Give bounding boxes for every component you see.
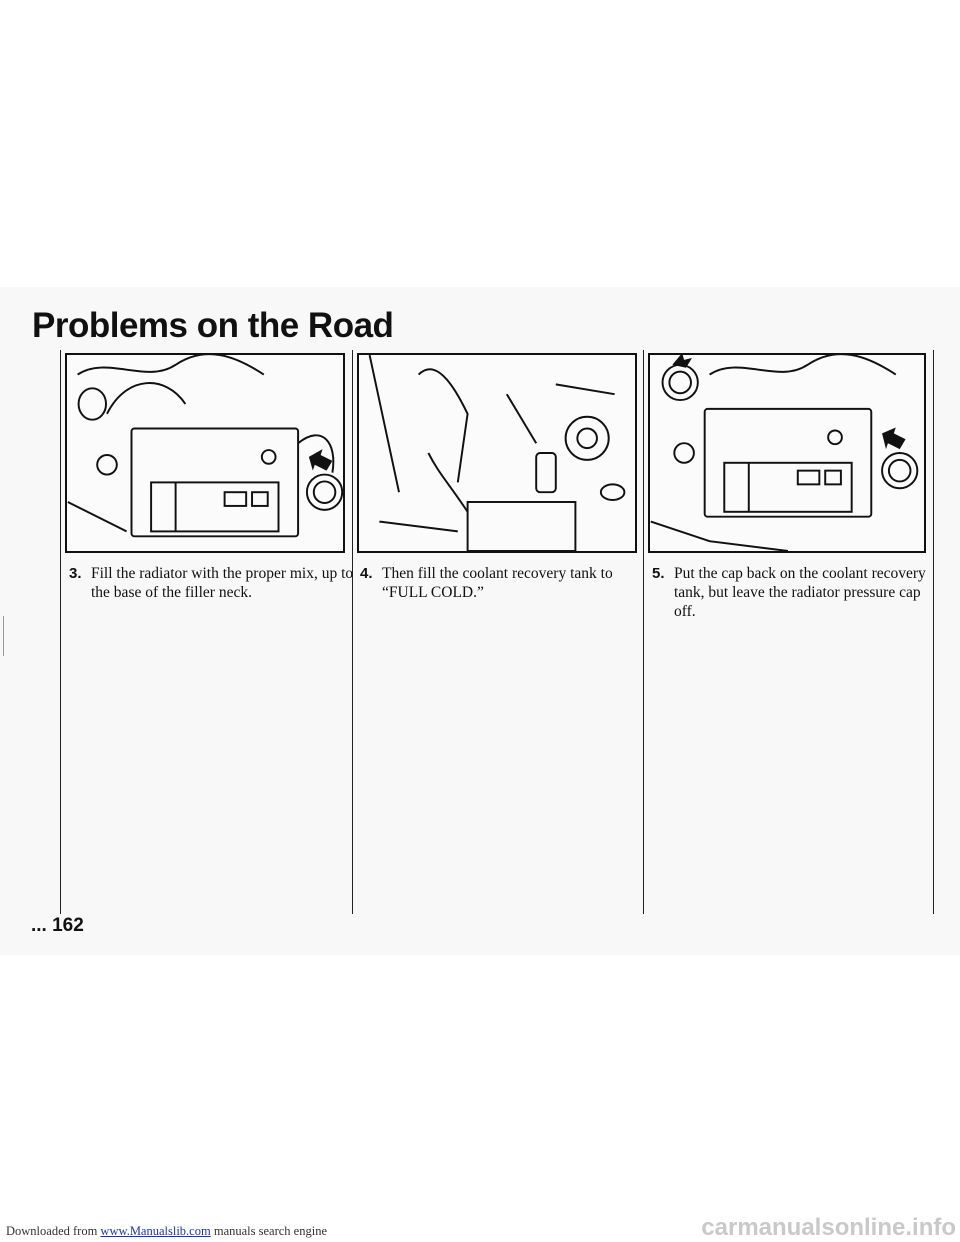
step-text: Fill the radiator with the proper mix, u… (91, 565, 354, 601)
arrow-icon (308, 449, 333, 471)
recovery-tank-illustration (357, 353, 637, 553)
download-footer: Downloaded from www.Manualslib.com manua… (6, 1224, 327, 1239)
step-text: Put the cap back on the coolant recovery… (674, 565, 926, 620)
step-4: 4. Then fill the coolant recovery tank to… (360, 564, 658, 602)
step-number: 5. (652, 565, 665, 582)
arrow-icon (672, 355, 692, 368)
step-number: 3. (69, 565, 82, 582)
cap-replacement-illustration (648, 353, 926, 553)
step-number: 4. (360, 565, 373, 582)
radiator-fill-illustration (65, 353, 345, 553)
arrow-icon (882, 427, 906, 450)
column-rule-right (643, 350, 644, 914)
footer-suffix: manuals search engine (210, 1224, 327, 1238)
footer-prefix: Downloaded from (6, 1224, 101, 1238)
watermark: carmanualsonline.info (701, 1214, 956, 1241)
margin-mark (3, 616, 4, 656)
engine-bay-drawing (67, 355, 343, 538)
page-number: ... 162 (31, 915, 84, 936)
column-rule-middle (352, 350, 353, 914)
step-3: 3. Fill the radiator with the proper mix,… (69, 564, 366, 602)
column-rule-edge (933, 350, 934, 914)
page-title: Problems on the Road (32, 306, 394, 345)
step-text: Then fill the coolant recovery tank to “… (382, 565, 613, 601)
manualslib-link[interactable]: www.Manualslib.com (100, 1224, 211, 1238)
column-rule-left (60, 350, 61, 914)
step-5: 5. Put the cap back on the coolant recove… (652, 564, 932, 621)
